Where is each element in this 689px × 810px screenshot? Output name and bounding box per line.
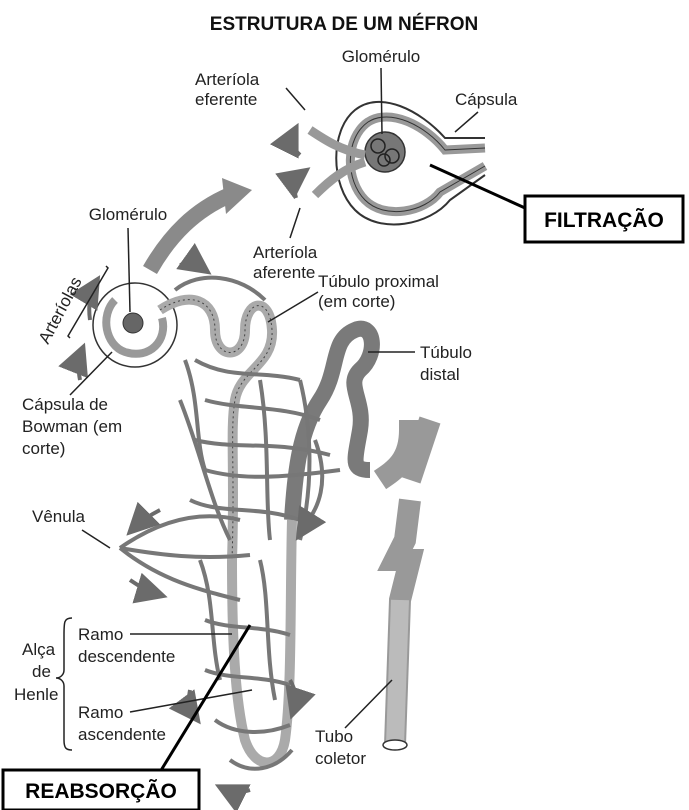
filtracao-label: FILTRAÇÃO: [544, 209, 664, 232]
inset-afferent-label-2: aferente: [253, 263, 315, 282]
inset-glomerulus: [292, 102, 485, 225]
capsula-bowman-label-3: corte): [22, 439, 65, 458]
capsula-bowman-label-1: Cápsula de: [22, 395, 108, 414]
alca-label-1: Alça: [22, 640, 56, 659]
ramo-desc-label-2: descendente: [78, 647, 175, 666]
ramo-asc-label-1: Ramo: [78, 703, 123, 722]
distal-tubule: [292, 329, 372, 520]
tubulo-proximal-label-2: (em corte): [318, 292, 395, 311]
ramo-asc-label-2: ascendente: [78, 725, 166, 744]
main-nephron: [79, 264, 430, 792]
diagram-title: ESTRUTURA DE UM NÉFRON: [210, 13, 478, 35]
tubo-coletor-label-1: Tubo: [315, 727, 353, 746]
alca-label-3: Henle: [14, 685, 58, 704]
tubulo-distal-label-2: distal: [420, 365, 460, 384]
inset-afferent-label-1: Arteríola: [253, 243, 318, 262]
inset-efferent-label-1: Arteríola: [195, 70, 260, 89]
capsula-bowman-label-2: Bowman (em: [22, 417, 122, 436]
inset-efferent-label-2: eferente: [195, 90, 257, 109]
alca-label-2: de: [32, 662, 51, 681]
ramo-desc-label-1: Ramo: [78, 625, 123, 644]
main-glomerulus: [123, 313, 143, 333]
tubo-coletor-label-2: coletor: [315, 749, 366, 768]
inset-glomerulo-label: Glomérulo: [342, 47, 420, 66]
venula-label: Vênula: [32, 507, 85, 526]
tubulo-distal-label-1: Túbulo: [420, 343, 472, 362]
henle-brace: [56, 618, 72, 750]
inset-capsula-label: Cápsula: [455, 90, 518, 109]
arteriolas-label: Arteríolas: [35, 274, 86, 347]
reabsorcao-label: REABSORÇÃO: [25, 780, 177, 803]
tubulo-proximal-label-1: Túbulo proximal: [318, 272, 439, 291]
glomerulo-label: Glomérulo: [89, 205, 167, 224]
